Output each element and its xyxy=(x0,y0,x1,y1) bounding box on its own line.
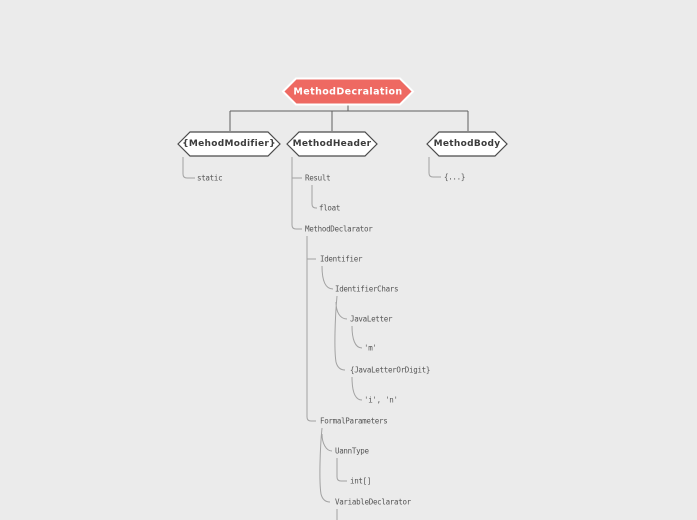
tree-node-java-letter[interactable]: JavaLetter xyxy=(350,314,393,324)
root-children-connector xyxy=(229,105,469,131)
tree-node-identifier-chars[interactable]: IdentifierChars xyxy=(335,284,399,294)
tree-node-result[interactable]: Result xyxy=(305,173,331,183)
root-node-label: MethodDecralation xyxy=(293,86,403,97)
tree-node-body-block[interactable]: {...} xyxy=(444,172,466,182)
node-hexagon-method-decralation[interactable] xyxy=(281,77,415,106)
node-hexagon-method-body[interactable] xyxy=(426,131,508,157)
tree-node-literal-m[interactable]: 'm' xyxy=(364,343,377,353)
tree-node-static[interactable]: static xyxy=(197,173,223,183)
identifier-chars-trunk-connector xyxy=(334,295,348,371)
body-block-connector xyxy=(428,157,441,178)
method-body-node-label: MethodBody xyxy=(433,139,501,149)
tree-node-formal-parameters[interactable]: FormalParameters xyxy=(320,416,388,426)
java-letter-or-digit-literal-connector xyxy=(351,376,363,401)
tree-node-method-declarator[interactable]: MethodDeclarator xyxy=(305,224,373,234)
tree-node-java-letter-or-digit[interactable]: {JavaLetterOrDigit} xyxy=(350,365,431,375)
modifier-static-connector xyxy=(182,157,195,179)
node-hexagon-mehod-modifier[interactable] xyxy=(177,131,281,157)
identifier-chars-connector xyxy=(321,265,334,290)
tree-node-variable-declarator[interactable]: VariableDeclarator xyxy=(335,497,411,507)
tree-node-int-array[interactable]: int[] xyxy=(350,476,372,486)
tree-node-float[interactable]: float xyxy=(319,203,341,213)
java-letter-literal-connector xyxy=(351,325,363,349)
method-header-node-label: MethodHeader xyxy=(292,139,372,149)
header-trunk-connector xyxy=(291,157,302,230)
formal-parameters-trunk-connector xyxy=(319,427,333,503)
mehod-modifier-node-label: {MehodModifier} xyxy=(182,139,276,149)
tree-node-uann-type[interactable]: UannType xyxy=(335,446,369,456)
node-hexagon-method-header[interactable] xyxy=(286,131,378,157)
tree-node-identifier[interactable]: Identifier xyxy=(320,254,363,264)
result-float-connector xyxy=(311,185,317,209)
method-declarator-trunk-connector xyxy=(306,236,316,422)
uann-type-int-connector xyxy=(336,458,347,482)
tree-node-literal-i-n[interactable]: 'i', 'n' xyxy=(364,395,398,405)
